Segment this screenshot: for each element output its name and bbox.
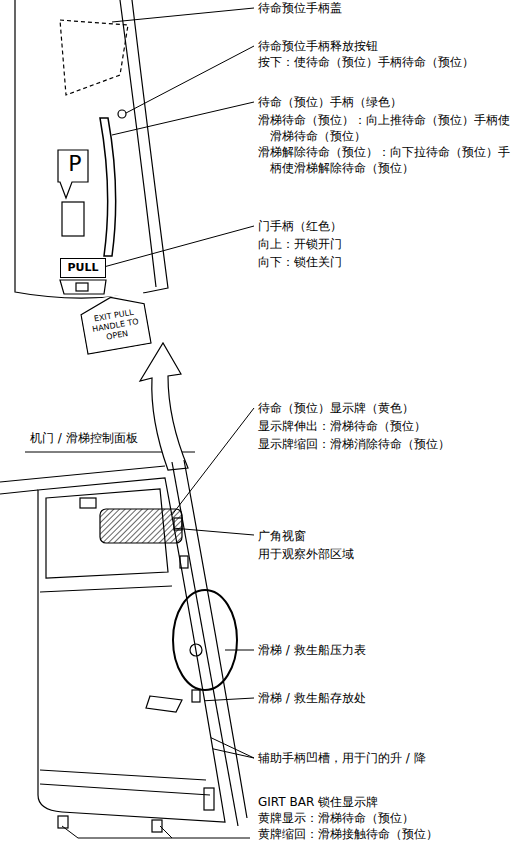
handle-base — [60, 280, 106, 294]
release-button — [118, 110, 126, 118]
callout-text: 向下：锁住关门 — [258, 254, 528, 270]
frame-item — [180, 556, 188, 568]
callout-text: 待命（预位）显示牌（黄色） — [258, 400, 528, 416]
callout-text: 向上：开锁开门 — [258, 236, 528, 252]
arm-handle — [100, 118, 116, 256]
callout-text: 滑梯解除待命（预位）：向下拉待命（预位）手柄使滑梯解除待命（预位） — [258, 144, 518, 176]
callout-text: 广角视窗 — [258, 528, 528, 544]
exit-placard: EXIT PULL HANDLE TO OPEN — [78, 291, 152, 356]
upper-panel — [15, 0, 168, 298]
frame-item — [174, 518, 182, 530]
panel-outline — [15, 0, 168, 298]
callout-text: 待命（预位）手柄（绿色） — [258, 94, 528, 110]
big-arrow — [140, 343, 188, 470]
panel-line — [40, 784, 210, 795]
leader-line — [112, 102, 254, 135]
callout-text: GIRT BAR 锁住显示牌 — [258, 794, 528, 810]
viewing-window — [100, 509, 182, 543]
callout-text: 显示牌缩回：滑梯消除待命（预位） — [258, 436, 528, 452]
flag-letter: P — [58, 150, 92, 178]
handle-cover — [60, 20, 128, 95]
assist-groove — [152, 820, 162, 832]
callout-text: 滑梯 / 救生船压力表 — [258, 642, 528, 658]
panel-line — [40, 586, 172, 592]
leader-line — [225, 650, 254, 651]
leader-line — [126, 46, 254, 113]
fuselage-line — [0, 490, 38, 494]
handle-lock — [76, 283, 88, 291]
assist-groove — [58, 816, 68, 828]
slide-storage — [146, 696, 182, 712]
callout-text: 辅助手柄凹槽，用于门的升 / 降 — [258, 750, 528, 766]
leader-line — [100, 226, 254, 268]
callout-text: 门手柄（红色） — [258, 218, 528, 234]
placard-shape — [79, 292, 151, 354]
leader-lines — [25, 8, 254, 838]
panel-title: 机门 / 滑梯控制面板 — [30, 430, 138, 446]
magnifier-circle — [173, 590, 237, 690]
fuselage-line — [0, 466, 165, 482]
callout-text: 用于观察外部区域 — [258, 546, 528, 562]
lower-door — [0, 460, 247, 832]
door-handle: PULL — [60, 258, 106, 278]
frame-item — [204, 788, 214, 810]
callout-text: 黄牌缩回：滑梯接触待命（预位） — [258, 826, 528, 841]
callout-text: 待命预位手柄释放按钮 — [258, 38, 528, 54]
callout-text: 黄牌显示：滑梯待命（预位） — [258, 810, 528, 826]
flag-slot — [62, 202, 84, 236]
callout-text: 按下：使待命（预位）手柄待命（预位） — [258, 54, 528, 70]
leader-line — [112, 8, 254, 22]
node-text: PULL — [61, 261, 105, 274]
pressure-gauge — [190, 644, 202, 656]
callout-text: 待命预位手柄盖 — [258, 0, 528, 16]
frame-item — [192, 690, 200, 702]
callout-text: 显示牌伸出：滑梯待命（预位） — [258, 418, 528, 434]
small-plate — [80, 498, 96, 508]
callout-text: 滑梯 / 救生船存放处 — [258, 690, 528, 706]
panel-line — [40, 770, 206, 780]
callout-text: 滑梯待命（预位）：向上推待命（预位）手柄使滑梯待命（预位） — [258, 112, 518, 144]
